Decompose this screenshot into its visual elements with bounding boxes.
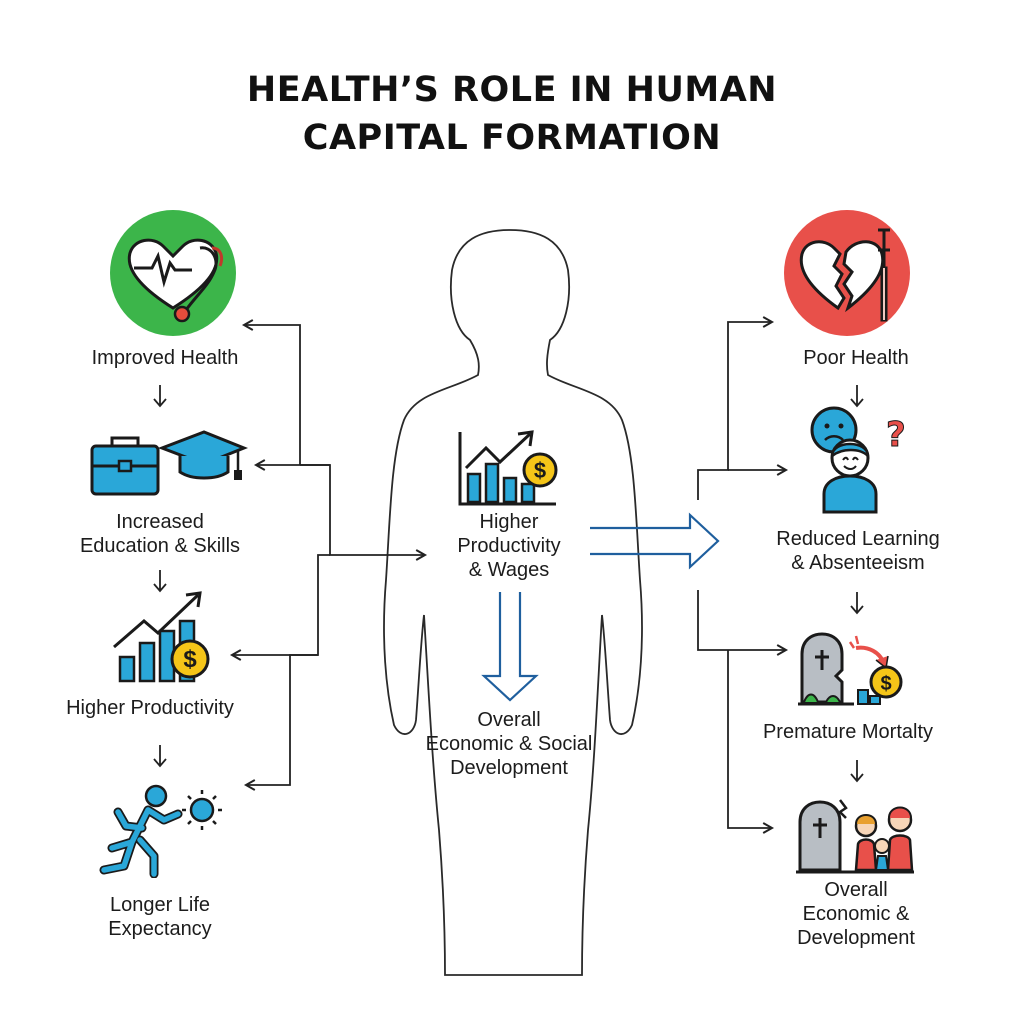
overall-development-label: Overall Economic & Development [797,879,915,949]
svg-text:?: ? [886,415,906,455]
center-development-label: Overall Economic & Social Development [425,709,593,779]
big-down-arrow [481,592,539,702]
sad-student-question-icon: ? [810,406,906,514]
longer-life-label: Longer Life Expectancy [108,894,212,940]
broken-heart-crutch-icon [784,210,910,336]
premature-mortality-label: Premature Mortalty [762,721,934,743]
heart-stethoscope-icon [110,210,236,336]
big-right-arrow [590,512,720,570]
briefcase-graduation-cap-icon [90,430,248,496]
svg-text:$: $ [534,458,546,483]
running-person-sun-icon [99,784,222,878]
reduced-learning-label: Reduced Learning & Absenteeism [776,528,940,574]
center-productivity-label: Higher Productivity & Wages [457,511,561,581]
title-line-2: CAPITAL FORMATION [302,118,722,158]
gravestone-family-icon [796,799,914,874]
right-connectors [697,316,789,834]
poor-health-label: Poor Health [803,347,909,369]
human-silhouette [383,229,643,976]
left-connectors [229,319,428,791]
increased-education-label: Increased Education & Skills [79,511,241,557]
svg-text:$: $ [880,673,891,695]
rising-bar-chart-coin-icon: $ [113,591,210,683]
title-line-1: HEALTH’S ROLE IN HUMAN [246,70,778,110]
growth-chart-coin-icon: $ [458,430,558,506]
gravestone-declining-coin-icon: $ [798,632,903,706]
left-chain-down-arrows [153,385,167,768]
higher-productivity-label: Higher Productivity [66,697,234,719]
improved-health-label: Improved Health [91,347,239,369]
right-chain-down-arrows [850,385,864,783]
svg-text:$: $ [183,646,197,673]
